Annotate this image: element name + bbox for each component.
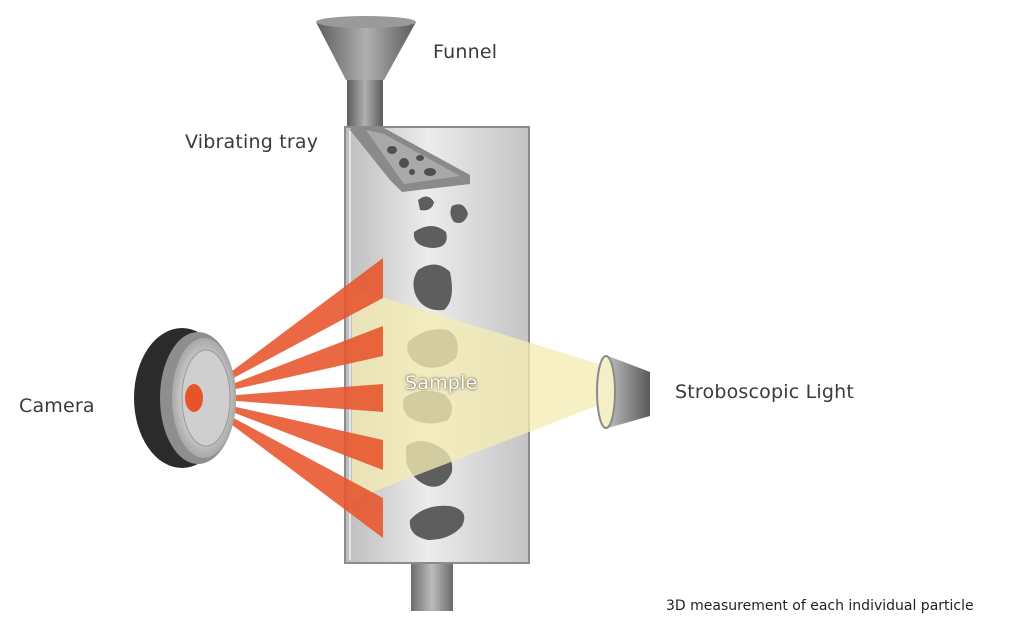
camera-icon (134, 328, 236, 468)
light-beam (352, 288, 612, 500)
funnel-cone (316, 22, 416, 80)
funnel-rim (316, 16, 416, 28)
funnel-label: Funnel (433, 41, 498, 63)
caption: 3D measurement of each individual partic… (666, 598, 974, 614)
vibrating-tray-top (366, 130, 460, 184)
camera-label: Camera (19, 395, 95, 417)
sample-label: Sample (405, 372, 478, 394)
vibrating-tray-label: Vibrating tray (185, 131, 319, 153)
stroboscopic-light-label: Stroboscopic Light (675, 381, 855, 403)
funnel-pipe (347, 76, 383, 134)
outlet-pipe (411, 562, 453, 611)
tray-particles (387, 146, 436, 176)
camera-beams (196, 258, 383, 538)
stroboscopic-light-icon (596, 355, 650, 429)
